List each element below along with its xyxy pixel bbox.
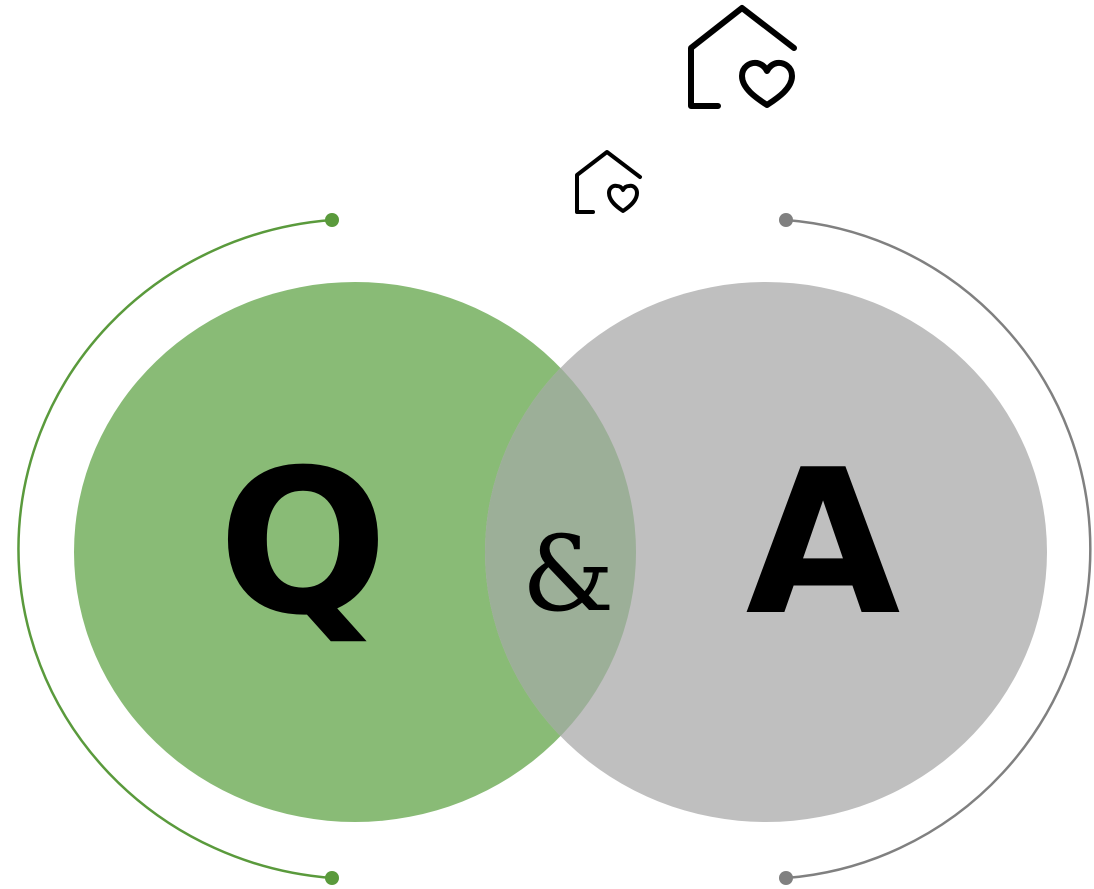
left-circle xyxy=(74,282,636,822)
right-outer-arc xyxy=(779,213,1092,885)
connector-symbol: & xyxy=(522,513,615,635)
right-arc-bottom-dot xyxy=(779,871,793,885)
right-circle xyxy=(485,282,1047,822)
left-arc-top-dot xyxy=(325,213,339,227)
left-outer-arc xyxy=(17,213,339,885)
house-heart-icon-large xyxy=(688,5,797,109)
left-letter: Q xyxy=(218,427,388,660)
right-letter: A xyxy=(746,427,901,660)
house-heart-icon-small xyxy=(575,150,642,214)
left-arc-bottom-dot xyxy=(325,871,339,885)
right-arc-top-dot xyxy=(779,213,793,227)
